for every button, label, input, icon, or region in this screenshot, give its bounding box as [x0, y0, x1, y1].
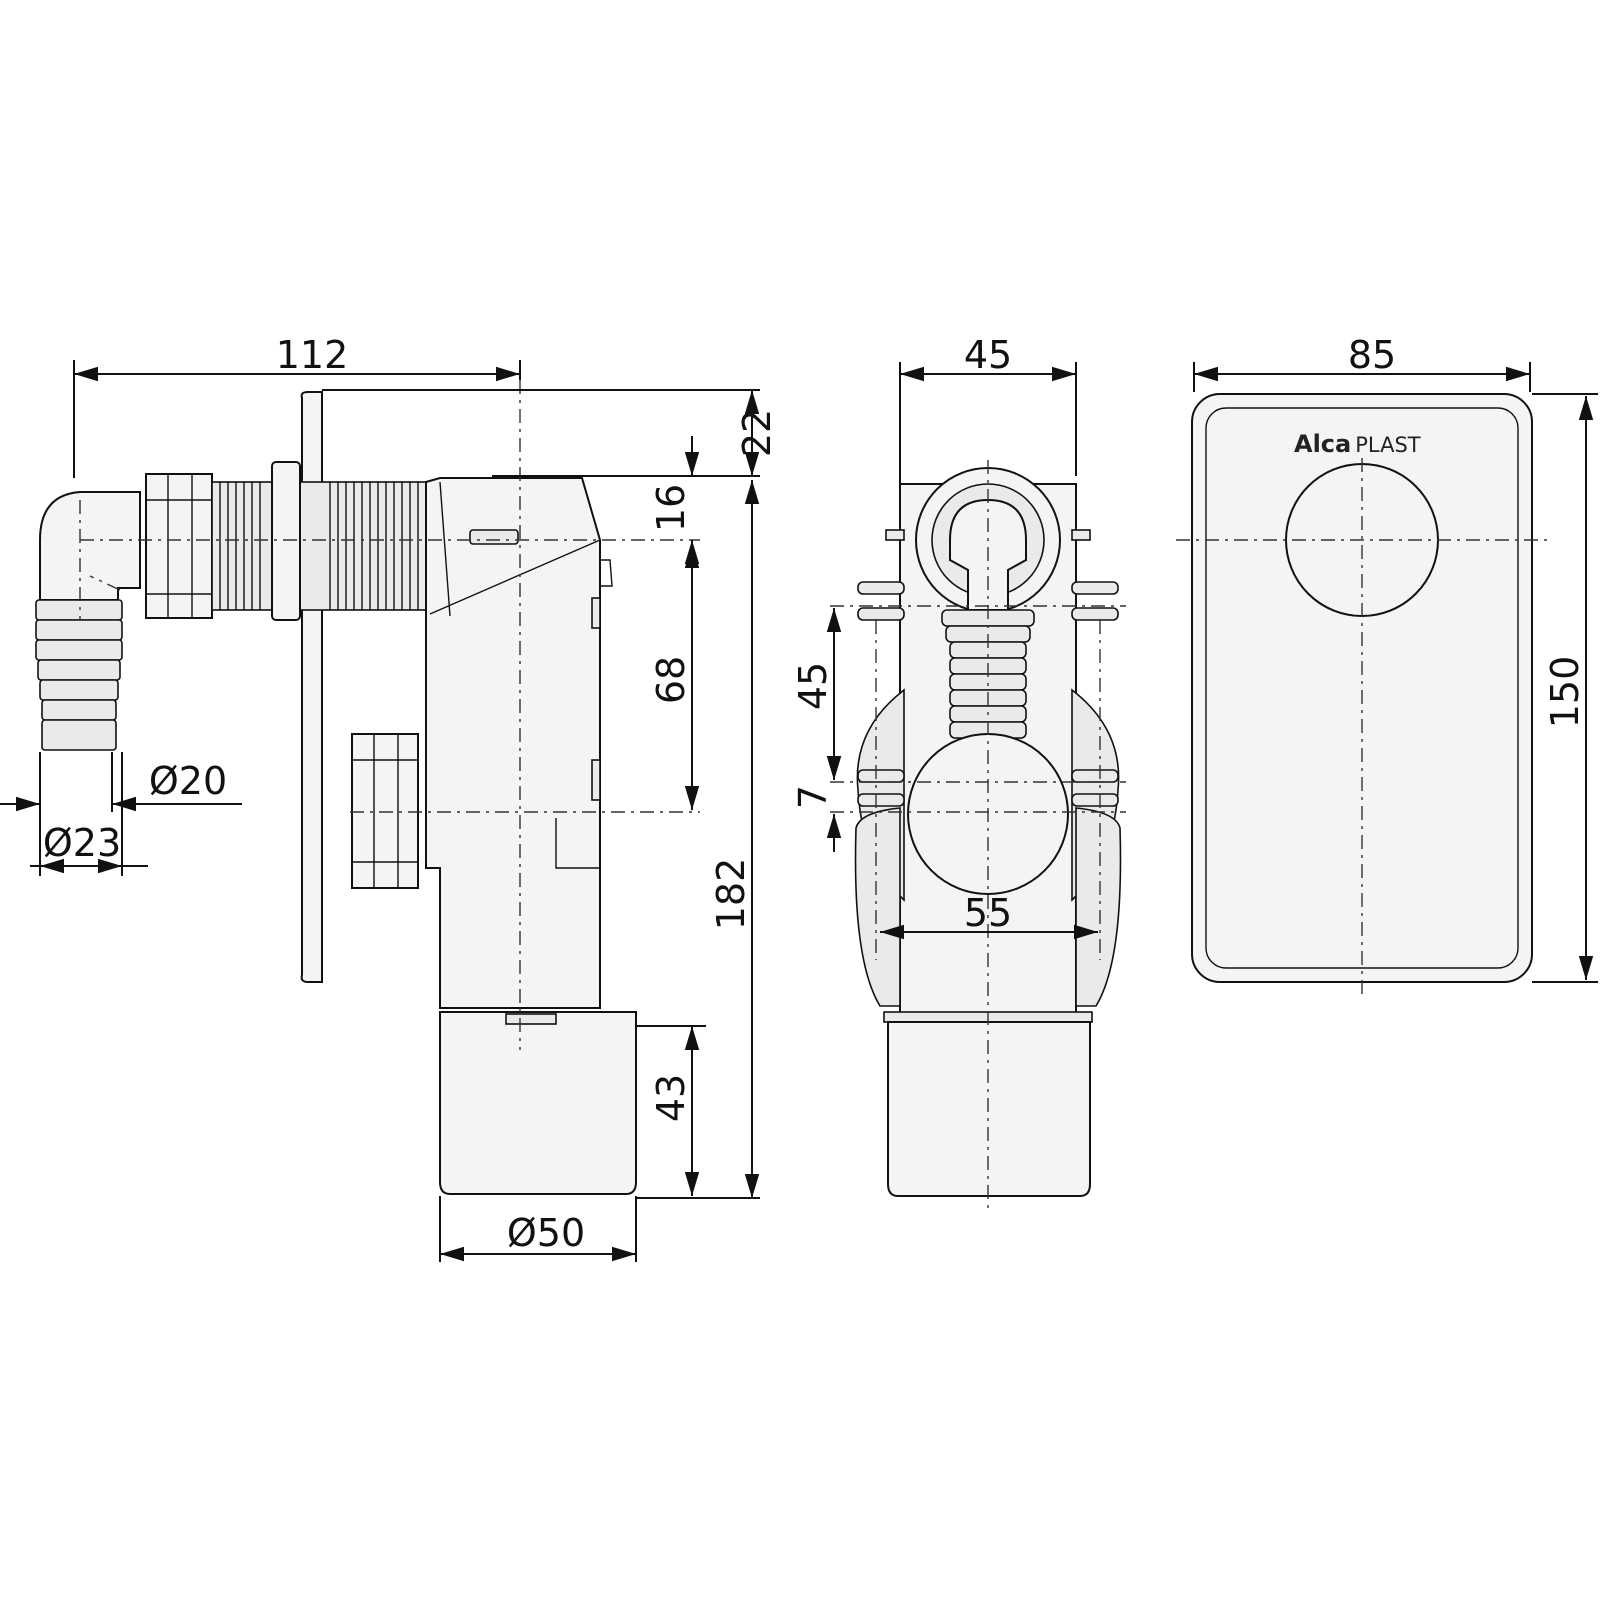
dim-hose-outer: Ø23: [43, 821, 121, 865]
hose-tail: [35, 599, 123, 751]
cleaning-nut: [351, 733, 419, 889]
wall-plate: [300, 391, 323, 983]
dim-cap-offset: 22: [735, 409, 779, 457]
dim-front-body: 55: [964, 891, 1012, 935]
dim-outlet-height: 43: [649, 1074, 693, 1122]
dim-side-width: 112: [276, 333, 349, 377]
hose-elbow: [39, 491, 141, 601]
front-dimensions: 45 45 7 55: [791, 333, 1098, 940]
mounting-clips: [857, 529, 1119, 807]
dim-center-height: 68: [649, 656, 693, 704]
dim-front-width: 45: [964, 333, 1012, 377]
front-outlet: [887, 1021, 1091, 1197]
union-nut-left: [145, 473, 213, 619]
dim-front-small: 7: [791, 785, 835, 809]
threaded-pipe: [211, 481, 427, 611]
dim-cover-height: 150: [1543, 656, 1587, 729]
thread-lines: [219, 482, 419, 610]
brand-light: PLAST: [1355, 433, 1421, 457]
dim-total-height: 182: [709, 858, 753, 931]
dim-hose-inner: Ø20: [149, 759, 227, 803]
side-dimensions: 112 22 16 68 182 43 Ø50 Ø20 Ø23: [0, 333, 779, 1262]
dim-front-spacing: 45: [791, 662, 835, 710]
cover-dimensions: 85 150: [1193, 333, 1598, 983]
brand-bold: Alca: [1294, 430, 1351, 458]
outlet-pipe: [439, 1011, 637, 1195]
trap-body: [425, 477, 601, 1009]
dim-outlet-diameter: Ø50: [507, 1211, 585, 1255]
side-view: [35, 380, 700, 1195]
dim-cover-width: 85: [1348, 333, 1396, 377]
front-view: [830, 460, 1126, 1214]
dim-top-offset: 16: [649, 484, 693, 532]
lock-nut: [271, 461, 301, 621]
